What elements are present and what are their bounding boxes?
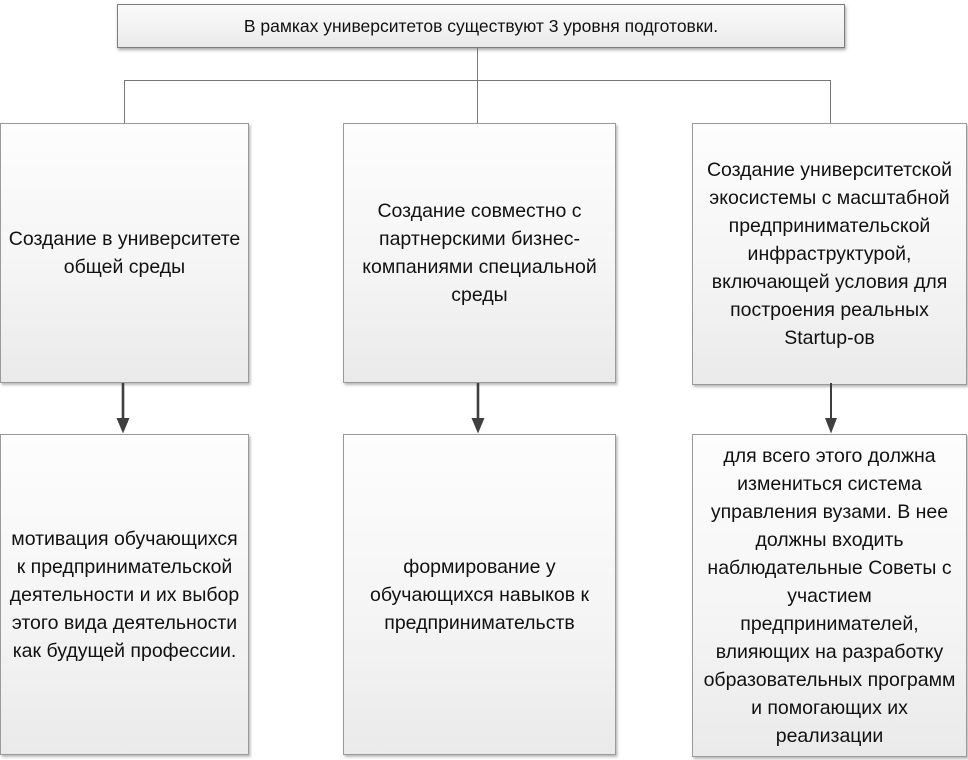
- level-1-text: Создание в университете общей среды: [8, 228, 241, 278]
- level-box-3: Создание университетской экосистемы с ма…: [692, 123, 967, 385]
- connector-drop-right: [830, 80, 831, 123]
- outcome-2-text: формирование у обучающихся навыков к пре…: [369, 555, 590, 634]
- level-box-2: Создание совместно с партнерскими бизнес…: [343, 123, 616, 383]
- outcome-box-2: формирование у обучающихся навыков к пре…: [343, 434, 616, 755]
- connector-stem: [477, 48, 478, 81]
- outcome-box-3: для всего этого должна измениться систем…: [692, 434, 967, 757]
- arrow-down-icon: [471, 383, 485, 434]
- outcome-3-text: для всего этого должна измениться систем…: [703, 444, 956, 747]
- level-3-text: Создание университетской экосистемы с ма…: [706, 159, 953, 349]
- level-2-text: Создание совместно с партнерскими бизнес…: [362, 200, 597, 306]
- outcome-box-1: мотивация обучающихся к предпринимательс…: [0, 434, 249, 755]
- connector-drop-left: [124, 80, 125, 123]
- arrow-down-icon: [825, 383, 837, 434]
- title-box: В рамках университетов существуют 3 уров…: [117, 4, 845, 48]
- title-text: В рамках университетов существуют 3 уров…: [243, 15, 719, 36]
- connector-drop-middle: [477, 80, 478, 123]
- outcome-1-text: мотивация обучающихся к предпринимательс…: [9, 527, 240, 662]
- arrow-down-icon: [116, 383, 130, 434]
- level-box-1: Создание в университете общей среды: [0, 123, 249, 383]
